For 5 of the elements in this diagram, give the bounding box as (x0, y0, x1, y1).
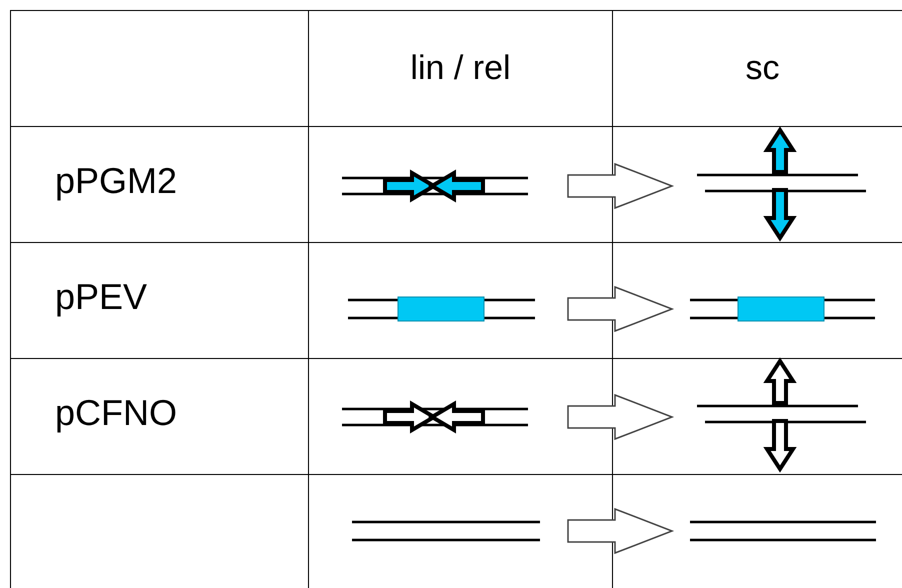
plasmid-name: pPEV (55, 274, 148, 318)
column-header: lin / rel (410, 48, 511, 89)
plasmid-name: pPGM2 (55, 158, 178, 202)
plasmid-name: pCFNO (55, 390, 178, 434)
column-header: sc (746, 48, 780, 89)
